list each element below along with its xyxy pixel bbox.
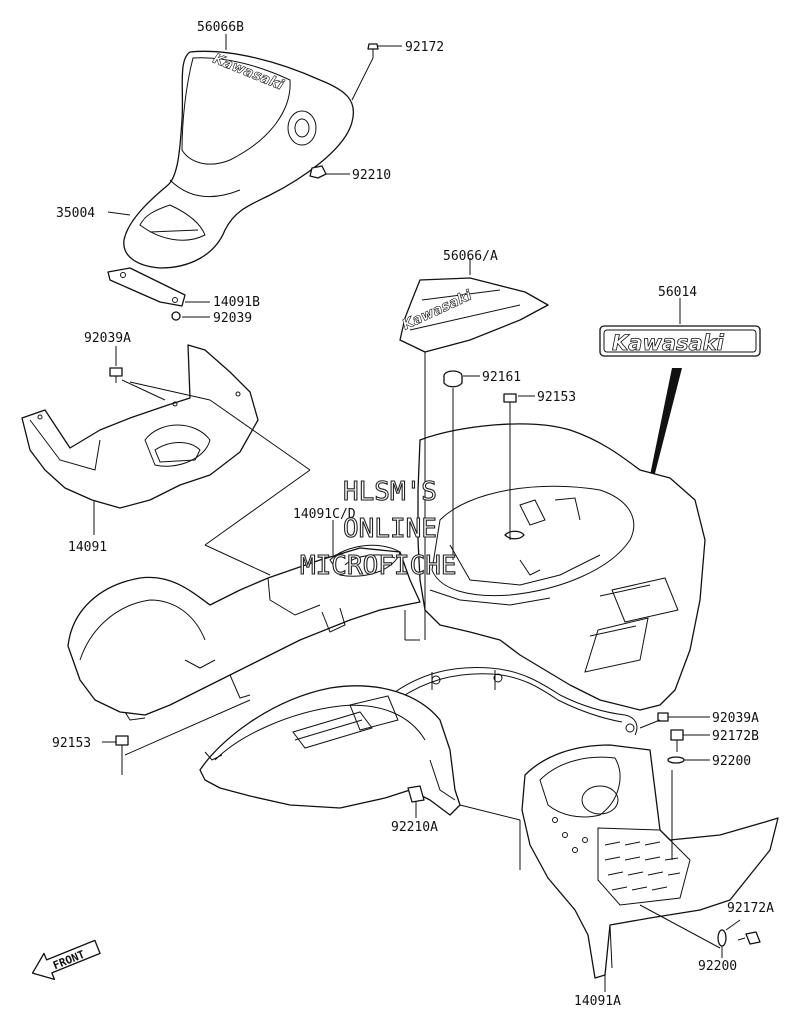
front-direction-marker: FRONT bbox=[31, 939, 101, 980]
watermark-line-3: MICROFICHE bbox=[300, 551, 457, 581]
front-arrow-icon bbox=[31, 939, 101, 980]
label-92153-top: 92153 bbox=[537, 390, 576, 405]
bolt-92039 bbox=[171, 311, 181, 321]
emblem-text: Kawasaki bbox=[612, 331, 725, 355]
bolt-92153-top bbox=[503, 393, 517, 410]
frame-bar bbox=[394, 666, 638, 736]
label-92210: 92210 bbox=[352, 168, 391, 183]
screw-92172 bbox=[367, 43, 379, 58]
label-56066b: 56066B bbox=[197, 20, 244, 35]
rear-fender bbox=[417, 423, 706, 711]
label-92200-right: 92200 bbox=[712, 754, 751, 769]
bolt-92039a-top bbox=[109, 367, 123, 383]
emblem-56014: Kawasaki bbox=[599, 325, 761, 485]
label-92172: 92172 bbox=[405, 40, 444, 55]
footrest-14091a bbox=[521, 744, 779, 979]
watermark: HLSM'S ONLINE MICROFICHE bbox=[299, 476, 457, 581]
label-92161: 92161 bbox=[482, 370, 521, 385]
label-35004: 35004 bbox=[56, 206, 95, 221]
label-92039a-right: 92039A bbox=[712, 711, 759, 726]
washer-92200-right bbox=[667, 756, 685, 764]
bushing-92210a bbox=[407, 785, 425, 803]
label-92039: 92039 bbox=[213, 311, 252, 326]
nut-92210 bbox=[309, 165, 327, 179]
bolt-92039a-right bbox=[657, 712, 669, 722]
bolt-92172a bbox=[737, 931, 761, 945]
label-14091cd: 14091C/D bbox=[293, 507, 356, 522]
watermark-line-2: ONLINE bbox=[343, 514, 437, 544]
bolt-92153-left bbox=[115, 735, 129, 752]
inner-panel-14091 bbox=[21, 344, 259, 509]
label-92172a: 92172A bbox=[727, 901, 774, 916]
part-labels: 56066B 92172 92210 35004 14091B 92039 56… bbox=[52, 20, 774, 1009]
label-92153-left: 92153 bbox=[52, 736, 91, 751]
front-cover-35004: Kawasaki bbox=[123, 51, 354, 269]
bolt-92172b bbox=[670, 729, 684, 752]
label-92210a: 92210A bbox=[391, 820, 438, 835]
bracket-14091b bbox=[107, 267, 186, 307]
damper-92161 bbox=[443, 370, 463, 388]
label-92172b: 92172B bbox=[712, 729, 759, 744]
label-56066a: 56066/A bbox=[443, 249, 498, 264]
label-14091a: 14091A bbox=[574, 994, 621, 1009]
watermark-line-1: HLSM'S bbox=[343, 477, 437, 507]
label-92039a-top: 92039A bbox=[84, 331, 131, 346]
leader-lines bbox=[93, 34, 741, 992]
stripe-decal-56066a: Kawasaki bbox=[399, 277, 549, 353]
washer-92200-bottom bbox=[717, 929, 727, 947]
emblem-pointer bbox=[648, 368, 682, 485]
label-92200-bottom: 92200 bbox=[698, 959, 737, 974]
front-fender-14091cd bbox=[67, 544, 421, 721]
label-56014: 56014 bbox=[658, 285, 697, 300]
label-14091b: 14091B bbox=[213, 295, 260, 310]
label-14091: 14091 bbox=[68, 540, 107, 555]
